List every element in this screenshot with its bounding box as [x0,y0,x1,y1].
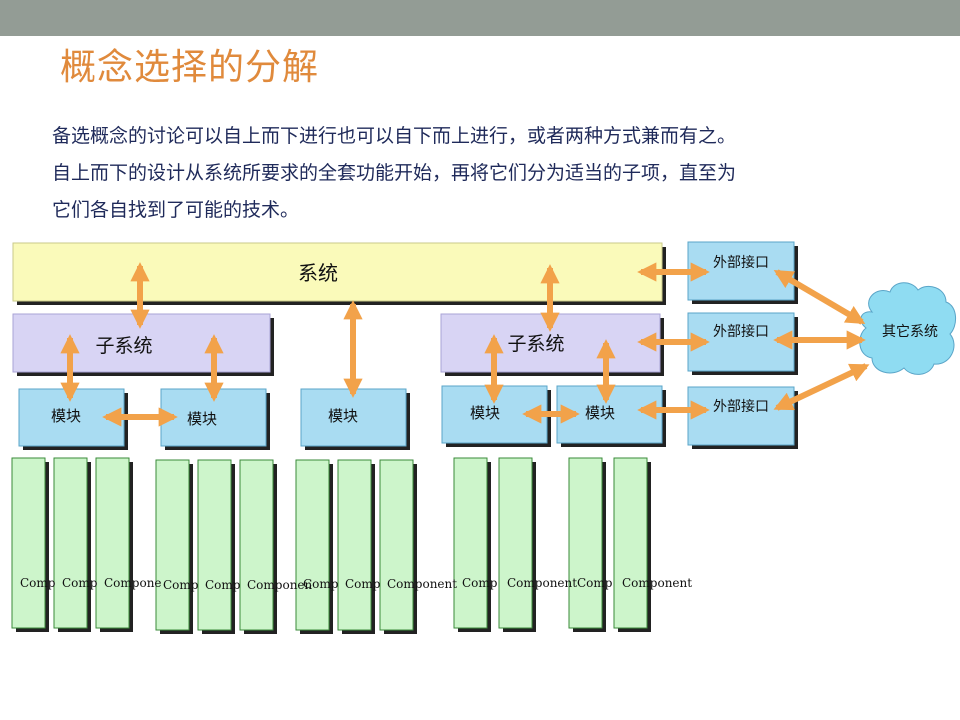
interface-label-3: 外部接口 [713,398,769,415]
component-label: Comp [303,577,339,591]
slide-paragraph: 备选概念的讨论可以自上而下进行也可以自下而上进行，或者两种方式兼而有之。 自上而… [52,118,942,229]
arrows-group [60,262,870,427]
component-label: Compone [104,576,162,590]
component-label: Comp [163,578,199,592]
component-label: Comp [205,578,241,592]
top-bar [0,0,960,36]
component-label: Component [507,576,577,590]
module-label-5: 模块 [585,404,615,422]
interface-label-2: 外部接口 [713,323,769,340]
system-label: 系统 [298,261,338,285]
component-box [337,459,372,631]
component-label: Comp [20,576,56,590]
component-box [239,459,274,631]
component-box [453,457,488,629]
slide-title: 概念选择的分解 [60,47,320,88]
component-box [295,459,330,631]
component-label: Comp [577,576,613,590]
component-label: Component [387,577,457,591]
component-box [498,457,533,629]
interface-label-1: 外部接口 [713,254,769,271]
module-box-3 [300,388,407,447]
component-box [568,457,603,629]
component-label: Comp [62,576,98,590]
module-label-4: 模块 [470,404,500,422]
component-label: Componen [247,578,313,592]
module-label-3: 模块 [328,407,358,425]
component-label: Component [622,576,692,590]
paragraph-line-1: 备选概念的讨论可以自上而下进行也可以自下而上进行，或者两种方式兼而有之。 [52,125,737,147]
subsystem-label-right: 子系统 [507,333,564,355]
component-box [95,457,130,629]
paragraph-line-2: 自上而下的设计从系统所要求的全套功能开始，再将它们分为适当的子项，直至为 [52,162,737,184]
component-label: Comp [345,577,381,591]
paragraph-line-3: 它们各自找到了可能的技术。 [52,199,300,221]
subsystem-label-left: 子系统 [95,335,152,357]
component-box [11,457,46,629]
component-box [379,459,414,631]
component-box [197,459,232,631]
module-label-1: 模块 [51,407,81,425]
module-label-2: 模块 [187,410,217,428]
cloud-label: 其它系统 [882,323,938,340]
component-label: Comp [462,576,498,590]
interface-box-3 [687,386,795,446]
component-box [53,457,88,629]
component-box [155,459,190,631]
component-box [613,457,648,629]
